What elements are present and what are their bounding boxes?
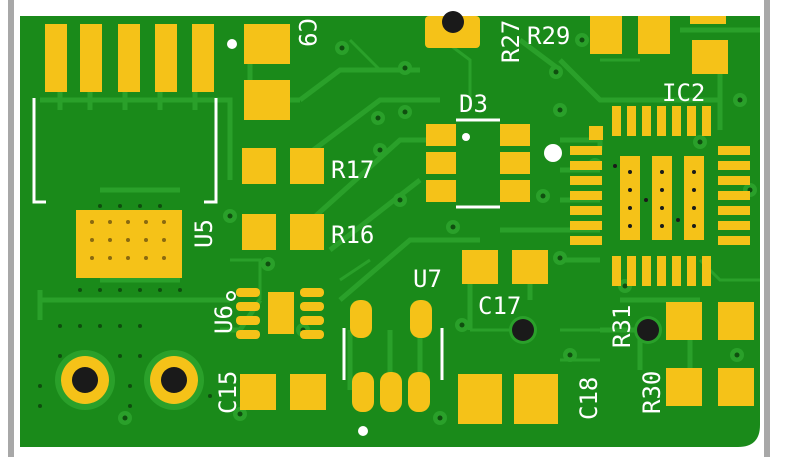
c18-footprint xyxy=(458,374,558,424)
label-r17: R17 xyxy=(331,156,374,184)
label-ic2: IC2 xyxy=(662,79,705,107)
r31-r30-footprints xyxy=(666,302,754,406)
c15-footprint xyxy=(240,374,326,410)
d3-footprint xyxy=(426,118,562,209)
label-c18: C18 xyxy=(575,377,603,420)
label-c9: C9 xyxy=(293,18,321,47)
c9-footprint xyxy=(244,24,290,120)
r17-r16-footprints xyxy=(242,148,324,250)
u6-footprint xyxy=(226,288,324,339)
u5-footprint xyxy=(32,24,218,278)
label-d3: D3 xyxy=(459,90,488,118)
left-drill-holes xyxy=(55,350,204,410)
label-u5: U5 xyxy=(190,219,218,248)
label-c17: C17 xyxy=(478,292,521,320)
label-u6: U6 xyxy=(210,305,238,334)
top-drill-hole xyxy=(442,11,464,33)
frame-right xyxy=(764,0,770,457)
label-r16: R16 xyxy=(331,221,374,249)
c9-pin1-marker xyxy=(227,39,237,49)
label-c15: C15 xyxy=(214,371,242,414)
label-r31: R31 xyxy=(608,305,636,348)
via-dot-grid xyxy=(38,204,212,408)
label-r30: R30 xyxy=(638,371,666,414)
frame-left xyxy=(8,0,14,457)
right-drill-holes xyxy=(509,316,662,344)
label-r27: R27 xyxy=(497,20,525,63)
u7-footprint xyxy=(342,300,444,436)
label-u7: U7 xyxy=(413,265,442,293)
c17-footprint xyxy=(462,250,548,284)
r29-footprint xyxy=(590,16,728,74)
ic2-footprint xyxy=(570,106,750,286)
label-r29: R29 xyxy=(527,22,570,50)
pcb-board xyxy=(20,16,760,447)
silkscreen-labels: C9 R27 R29 IC2 D3 R17 R16 U5 U7 C17 U6 R… xyxy=(190,18,705,420)
